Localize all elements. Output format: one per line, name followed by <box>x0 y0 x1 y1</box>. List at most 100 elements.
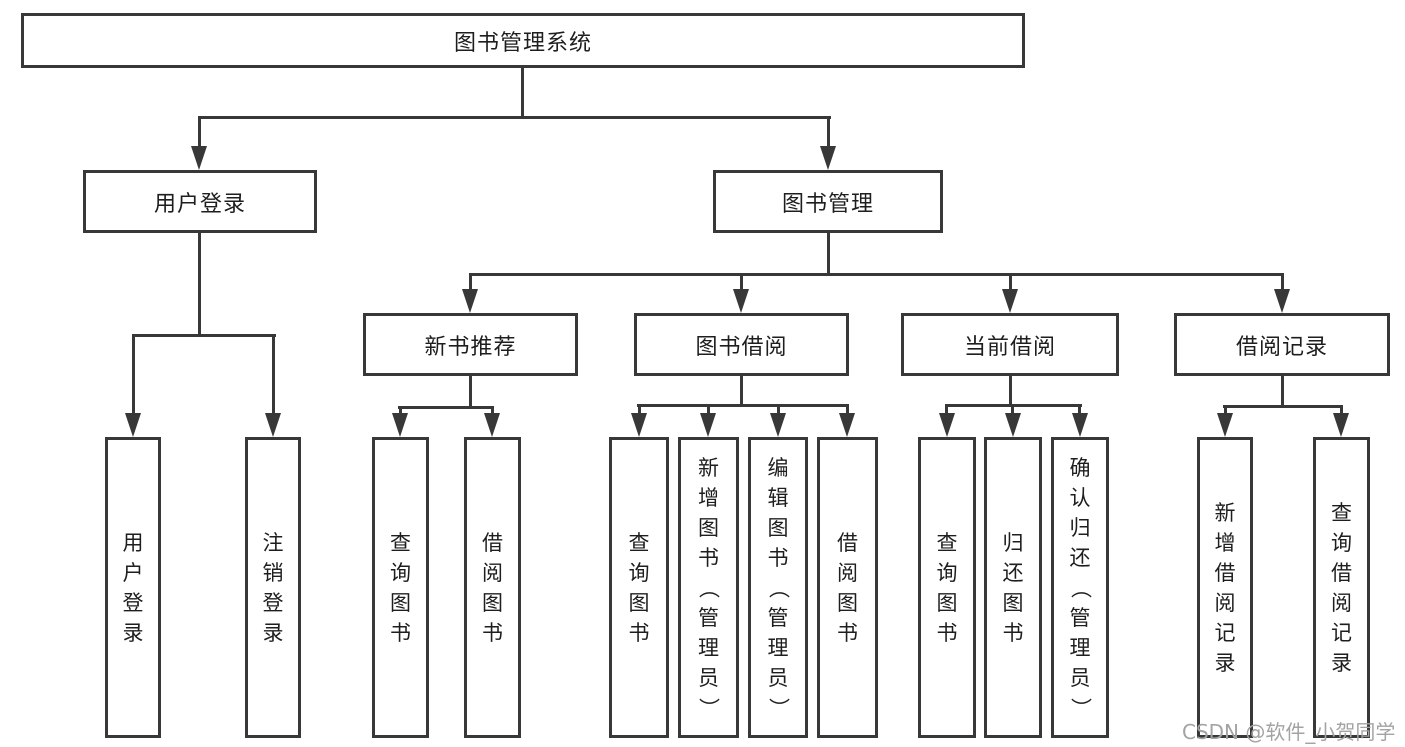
arrowhead-down-icon <box>462 289 478 313</box>
node-root: 图书管理系统 <box>21 13 1025 68</box>
vertical-char: 查 <box>1331 500 1352 525</box>
vertical-char: 借 <box>482 530 503 555</box>
vertical-char: 管 <box>767 605 789 630</box>
vertical-char: 还 <box>1069 545 1091 570</box>
vertical-char: 记 <box>1331 620 1352 645</box>
arrowhead-down-icon <box>770 413 786 437</box>
arrowhead-down-icon <box>939 413 955 437</box>
connector-line <box>398 406 494 409</box>
connector-line <box>1009 374 1012 406</box>
leaf-query-books-borrow: 查询图书 <box>609 437 669 738</box>
connector-line <box>491 406 494 418</box>
vertical-char: 书 <box>628 620 650 645</box>
connector-line <box>637 404 848 407</box>
connector-line <box>846 404 849 418</box>
connector-line <box>1224 405 1227 417</box>
vertical-char: 阅 <box>1214 590 1236 615</box>
leaf-query-books-borrow-label: 查询图书 <box>629 528 650 648</box>
vertical-char: 图 <box>837 590 858 615</box>
leaf-confirm-return-admin-label: 确认归还（管理员） <box>1068 453 1092 723</box>
vertical-char: 书 <box>936 620 958 645</box>
connector-line <box>198 116 201 152</box>
connector-line <box>132 334 276 337</box>
vertical-char: 户 <box>122 560 144 585</box>
connector-line <box>945 404 948 418</box>
vertical-char: ） <box>1068 697 1092 718</box>
vertical-char: 管 <box>698 605 719 630</box>
connector-line <box>198 116 831 119</box>
leaf-return-books: 归还图书 <box>984 437 1042 738</box>
node-book-borrow-label: 图书借阅 <box>695 334 788 360</box>
node-new-book-recommend: 新书推荐 <box>363 313 578 376</box>
leaf-query-borrow-record: 查询借阅记录 <box>1313 437 1370 738</box>
vertical-char: ） <box>696 697 721 718</box>
leaf-query-books-current: 查询图书 <box>918 437 976 738</box>
vertical-char: 询 <box>1331 530 1352 555</box>
arrowhead-down-icon <box>1274 289 1290 313</box>
node-book-management: 图书管理 <box>713 170 943 233</box>
vertical-char: 用 <box>122 530 144 555</box>
arrowhead-down-icon <box>631 413 647 437</box>
connector-line <box>1009 273 1012 295</box>
vertical-char: 录 <box>122 620 144 645</box>
vertical-char: （ <box>1068 577 1092 598</box>
leaf-borrow-books-recommend: 借阅图书 <box>464 437 521 738</box>
leaf-borrow-books-recommend-label: 借阅图书 <box>482 528 503 648</box>
arrowhead-down-icon <box>700 413 716 437</box>
vertical-char: 查 <box>390 530 411 555</box>
leaf-add-borrow-record: 新增借阅记录 <box>1197 437 1253 738</box>
vertical-char: 查 <box>628 530 650 555</box>
vertical-char: 书 <box>698 545 719 570</box>
vertical-char: 销 <box>262 560 284 585</box>
leaf-user-login: 用户登录 <box>105 437 161 738</box>
connector-line <box>469 273 1284 276</box>
vertical-char: 图 <box>482 590 503 615</box>
watermark-text: CSDN @软件_小贺同学 <box>1182 720 1396 744</box>
vertical-char: 阅 <box>482 560 503 585</box>
leaf-edit-books-admin-label: 编辑图书（管理员） <box>766 453 790 723</box>
arrowhead-down-icon <box>392 413 408 437</box>
arrowhead-down-icon <box>839 413 855 437</box>
vertical-char: 还 <box>1002 560 1024 585</box>
vertical-char: 归 <box>1069 515 1091 540</box>
vertical-char: 员 <box>1069 665 1091 690</box>
vertical-char: 管 <box>1069 605 1091 630</box>
vertical-char: 书 <box>1002 620 1024 645</box>
connector-line <box>132 334 135 416</box>
vertical-char: 图 <box>1002 590 1024 615</box>
arrowhead-down-icon <box>265 413 281 437</box>
connector-line <box>827 116 830 152</box>
node-book-management-label: 图书管理 <box>781 191 874 217</box>
vertical-char: 理 <box>1069 635 1091 660</box>
vertical-char: 录 <box>1214 650 1236 675</box>
vertical-char: 询 <box>390 560 411 585</box>
leaf-confirm-return-admin: 确认归还（管理员） <box>1051 437 1109 738</box>
connector-line <box>469 374 472 408</box>
leaf-borrow-books-label: 借阅图书 <box>837 528 858 648</box>
vertical-char: 书 <box>390 620 411 645</box>
vertical-char: 登 <box>122 590 144 615</box>
vertical-char: 录 <box>262 620 284 645</box>
connector-line <box>1223 405 1343 408</box>
arrowhead-down-icon <box>1217 413 1233 437</box>
connector-line <box>272 334 275 416</box>
vertical-char: 增 <box>698 485 719 510</box>
leaf-add-books-admin-label: 新增图书（管理员） <box>697 453 721 723</box>
node-root-label: 图书管理系统 <box>453 30 592 56</box>
connector-line <box>399 406 402 418</box>
vertical-char: 增 <box>1214 530 1236 555</box>
vertical-char: 图 <box>936 590 958 615</box>
vertical-char: 询 <box>628 560 650 585</box>
leaf-user-login-label: 用户登录 <box>123 528 144 648</box>
connector-line <box>198 231 201 337</box>
vertical-char: 新 <box>698 455 719 480</box>
node-current-borrow: 当前借阅 <box>901 313 1119 376</box>
vertical-char: （ <box>766 577 790 598</box>
connector-line <box>740 273 743 295</box>
connector-line <box>777 404 780 418</box>
connector-line <box>638 404 641 418</box>
vertical-char: 认 <box>1069 485 1091 510</box>
arrowhead-down-icon <box>1005 413 1021 437</box>
leaf-add-borrow-record-label: 新增借阅记录 <box>1215 498 1236 678</box>
